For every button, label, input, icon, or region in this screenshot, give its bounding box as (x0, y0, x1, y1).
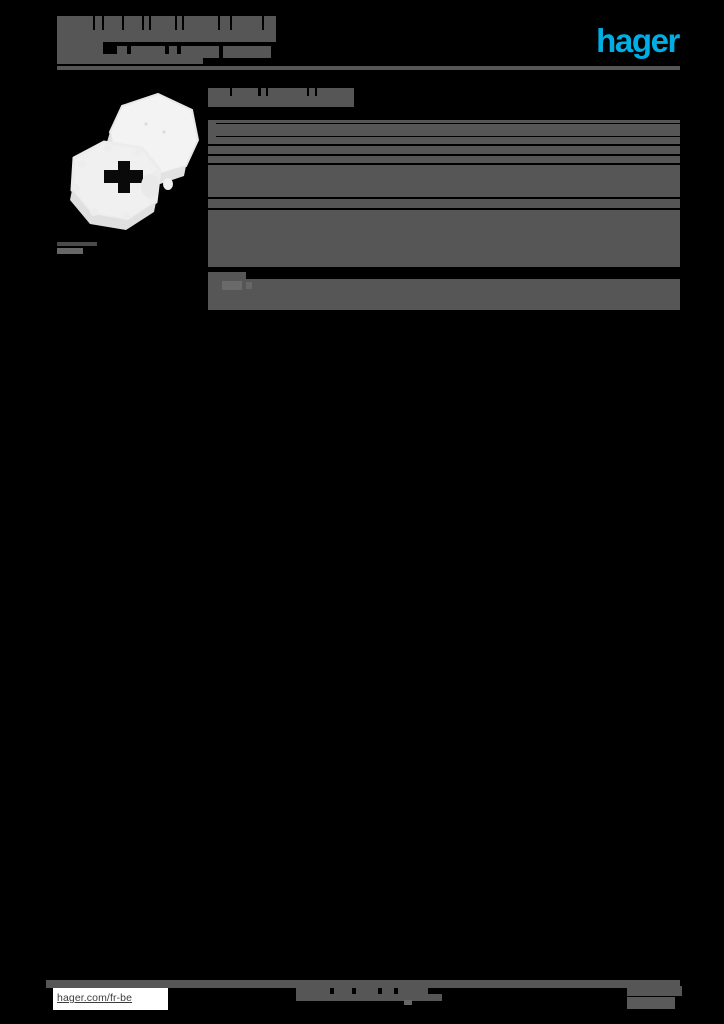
header-divider (57, 66, 680, 70)
junction-box-illustration (70, 92, 200, 230)
title-glyph-block (95, 16, 102, 38)
table-block-region (208, 165, 680, 197)
footer-block (356, 986, 378, 995)
row-band (208, 137, 680, 144)
ring-aperture (104, 161, 143, 193)
mounting-ring-edge (70, 190, 156, 230)
title-glyph-block (177, 16, 182, 38)
row-label (208, 199, 219, 208)
row-value-trailing (558, 156, 680, 163)
ring-connector-tip (163, 178, 173, 190)
footer-website-link[interactable]: hager.com/fr-be (57, 992, 133, 1004)
subtitle-block (181, 46, 219, 58)
lid-hole-icon (144, 122, 148, 126)
footer-block (627, 986, 682, 996)
row-value-trailing (563, 137, 680, 144)
caption-block (57, 242, 97, 246)
table-bottom-rule (208, 262, 680, 267)
subtitle-block (131, 46, 165, 58)
page-header: hager (0, 0, 724, 78)
title-glyph-block (220, 16, 230, 38)
ring-tab-icon (78, 160, 86, 168)
footer-block (404, 1000, 412, 1005)
row-label (208, 272, 246, 279)
row-band (208, 156, 680, 163)
row-value (222, 281, 242, 290)
row-value (223, 199, 266, 208)
subtitle-underblock (57, 54, 203, 64)
footer-divider (46, 980, 680, 988)
product-image: white octagonal junction box with mounti… (46, 84, 206, 264)
specifications-section (208, 88, 680, 320)
row-value (223, 156, 255, 163)
ring-connector (141, 174, 159, 198)
footer-block (296, 986, 330, 995)
title-glyph-block (144, 16, 149, 38)
row-value (223, 146, 255, 154)
footer-url-plate (53, 988, 168, 1010)
row-value (223, 137, 255, 144)
subtitle-block (57, 40, 103, 58)
ring-tab-icon (134, 148, 142, 156)
section-heading (208, 88, 680, 108)
lid-hole-icon (162, 130, 166, 134)
table-block-rule (208, 254, 680, 262)
row-label (208, 146, 219, 154)
ring-tab-icon (104, 144, 112, 152)
table-top-rule (208, 120, 680, 123)
footer-right-text (627, 986, 682, 1010)
hager-logo: hager (596, 22, 680, 59)
subtitle-block (169, 46, 177, 58)
table-block-region (208, 210, 680, 254)
footer-block (382, 986, 394, 995)
ring-tab-icon (122, 212, 130, 220)
footer-baseline-block (296, 994, 442, 1001)
heading-baseline-block (208, 96, 354, 107)
row-label (208, 137, 219, 144)
title-baseline-block (57, 30, 276, 42)
row-value (246, 282, 252, 289)
footer-block (627, 997, 675, 1009)
row-label (208, 156, 219, 163)
row-label (208, 122, 216, 138)
row-band (208, 199, 680, 208)
ring-tab-icon (90, 208, 98, 216)
row-band (208, 146, 680, 154)
row-band (208, 279, 680, 310)
specifications-table (208, 120, 680, 320)
page-footer (0, 975, 724, 1015)
caption-block (57, 248, 83, 254)
product-caption (57, 242, 97, 254)
subtitle-block (223, 46, 271, 58)
ring-tab-icon (72, 184, 80, 192)
subtitle-block (117, 46, 127, 58)
footer-block (398, 986, 428, 995)
row-band (208, 124, 680, 136)
footer-block (334, 986, 352, 995)
